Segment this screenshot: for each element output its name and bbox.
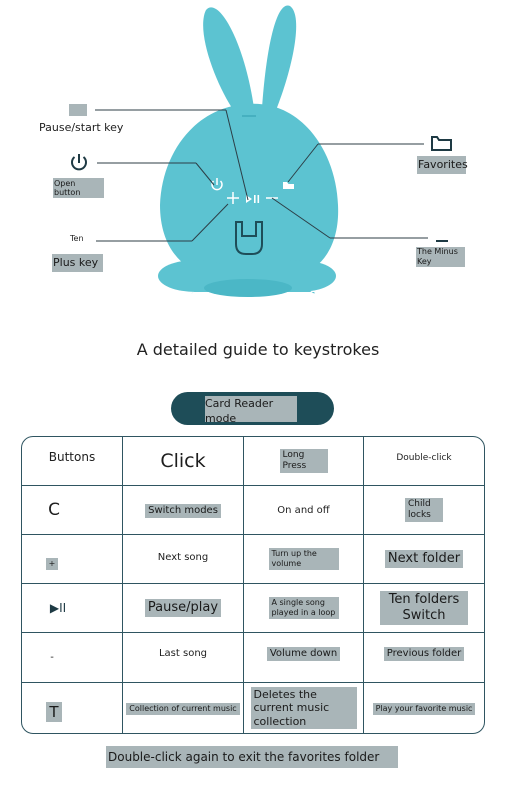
card-reader-mode-label: Card Reader mode — [205, 396, 297, 422]
row-c-double: Child locks — [364, 486, 484, 535]
rabbit-left-ear — [203, 7, 254, 109]
row-button-play-pause: ▶II — [22, 584, 123, 633]
header-double-click: Double-click — [364, 437, 484, 486]
row-plus-long: Turn up the volume — [244, 535, 364, 584]
row-minus-click: Last song — [123, 633, 244, 683]
row-button-c: C — [22, 486, 123, 535]
row-button-minus: - — [22, 633, 123, 683]
rabbit-folder-icon — [283, 182, 294, 189]
row-t-click: Collection of current music — [123, 683, 244, 733]
row-button-plus: + — [22, 535, 123, 584]
label-pause-start — [69, 104, 87, 116]
label-ten: Ten — [70, 234, 84, 243]
table-row: + Next song Turn up the volume Next fold… — [22, 535, 484, 584]
legend-folder-icon — [431, 136, 452, 151]
header-buttons: Buttons — [22, 437, 123, 486]
label-favorites: Favorites — [417, 156, 468, 174]
label-minus-key: The Minus Key — [416, 247, 465, 267]
legend-power-icon — [71, 156, 87, 171]
row-minus-double: Previous folder — [364, 633, 484, 683]
rabbit-diagram — [70, 5, 452, 297]
row-play-click: Pause/play — [123, 584, 244, 633]
header-long-press: Long Press — [244, 437, 364, 486]
row-plus-click: Next song — [123, 535, 244, 584]
label-pause-start-text: Pause/start key — [39, 121, 124, 134]
row-play-long: A single song played in a loop — [244, 584, 364, 633]
row-t-double: Play your favorite music — [364, 683, 484, 733]
card-reader-mode-button[interactable]: Card Reader mode — [171, 392, 334, 425]
footer-note: Double-click again to exit the favorites… — [106, 746, 398, 768]
row-c-click: Switch modes — [123, 486, 244, 535]
row-minus-long: Volume down — [244, 633, 364, 683]
table-row: - Last song Volume down Previous folder — [22, 633, 484, 683]
row-c-long: On and off — [244, 486, 364, 535]
rabbit-base — [204, 279, 292, 297]
table-row: ▶II Pause/play A single song played in a… — [22, 584, 484, 633]
table-row: C Switch modes On and off Child locks — [22, 486, 484, 535]
rabbit-lock-icon — [235, 221, 263, 255]
key-table: Buttons Click Long Press Double-click C … — [21, 436, 485, 734]
row-play-double: Ten folders Switch — [364, 584, 484, 633]
row-plus-double: Next folder — [364, 535, 484, 584]
header-click: Click — [123, 437, 244, 486]
label-plus-key: Plus key — [52, 254, 103, 272]
row-t-long: Deletes the current music collection — [244, 683, 364, 733]
table-row: T Collection of current music Deletes th… — [22, 683, 484, 733]
table-header-row: Buttons Click Long Press Double-click — [22, 437, 484, 486]
rabbit-right-ear — [262, 5, 297, 110]
label-open-button: Open button — [53, 178, 104, 199]
guide-title: A detailed guide to keystrokes — [136, 340, 380, 359]
row-button-t: T — [22, 683, 123, 733]
